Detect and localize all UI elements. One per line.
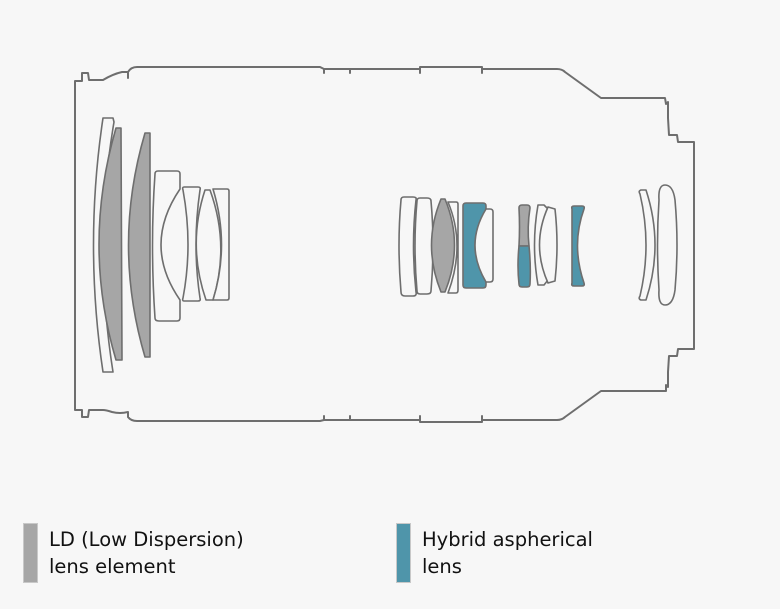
lens-element-17-hybrid <box>570 205 586 287</box>
lens-element-19 <box>656 184 678 306</box>
lens-element-4 <box>151 170 181 322</box>
lens-barrel-outline <box>74 66 695 423</box>
ld-legend-label: LD (Low Dispersion) lens element <box>49 526 244 580</box>
lens-element-3-ld <box>127 132 151 358</box>
lens-element-14-ld-hybrid-gray <box>518 204 531 247</box>
ld-legend-line1: LD (Low Dispersion) <box>49 528 244 551</box>
lens-element-7 <box>212 188 230 301</box>
lens-element-8 <box>398 196 417 297</box>
lens-construction-diagram <box>74 66 695 423</box>
hybrid-legend-label: Hybrid aspherical lens <box>422 526 593 580</box>
lens-element-18 <box>638 189 656 301</box>
lens-element-9 <box>414 197 434 295</box>
lens-element-5 <box>181 186 202 302</box>
lens-element-11 <box>447 201 459 294</box>
ld-legend-line2: lens element <box>49 555 176 578</box>
lens-element-14-ld-hybrid-teal <box>517 245 532 288</box>
hybrid-legend-line1: Hybrid aspherical <box>422 528 593 551</box>
hybrid-legend-line2: lens <box>422 555 462 578</box>
lens-element-16 <box>538 206 558 284</box>
lens-element-2-ld <box>98 127 123 361</box>
ld-color-swatch <box>23 523 38 583</box>
lens-element-13 <box>474 208 494 283</box>
hybrid-color-swatch <box>396 523 411 583</box>
lens-element-10-ld <box>430 198 456 293</box>
